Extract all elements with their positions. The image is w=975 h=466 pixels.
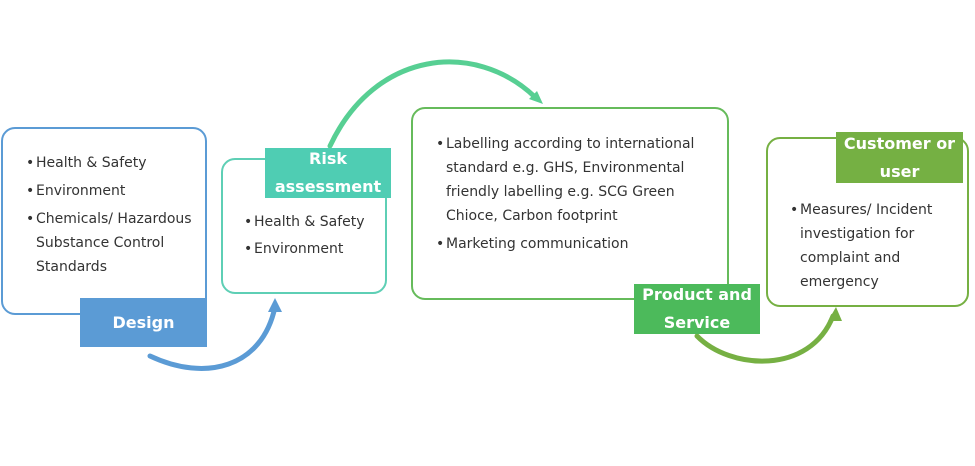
- design-list: Health & Safety Environment Chemicals/ H…: [26, 151, 202, 283]
- arrowhead-risk-to-product: [529, 91, 543, 104]
- design-item: Environment: [26, 179, 202, 203]
- design-item: Chemicals/ Hazardous Substance Control S…: [26, 207, 202, 279]
- arrow-risk-to-product: [327, 59, 538, 149]
- product-service-item: Marketing communication: [436, 232, 718, 256]
- product-service-item: Labelling according to international sta…: [436, 132, 718, 228]
- arrowhead-product-to-customer: [828, 307, 842, 321]
- product-service-label: Product and Service: [634, 284, 760, 334]
- risk-assessment-list: Health & Safety Environment: [244, 210, 382, 264]
- customer-list: Measures/ Incident investigation for com…: [790, 198, 962, 294]
- risk-assessment-label: Risk assessment: [265, 148, 391, 198]
- arrowhead-design-to-risk: [268, 298, 282, 312]
- arrow-product-to-customer: [694, 313, 836, 364]
- risk-assessment-item: Environment: [244, 237, 382, 261]
- design-item: Health & Safety: [26, 151, 202, 175]
- design-label: Design: [80, 298, 207, 347]
- arrow-design-to-risk: [147, 304, 278, 371]
- customer-item: Measures/ Incident investigation for com…: [790, 198, 962, 294]
- product-service-list: Labelling according to international sta…: [436, 132, 718, 260]
- customer-label: Customer or user: [836, 132, 963, 183]
- risk-assessment-item: Health & Safety: [244, 210, 382, 234]
